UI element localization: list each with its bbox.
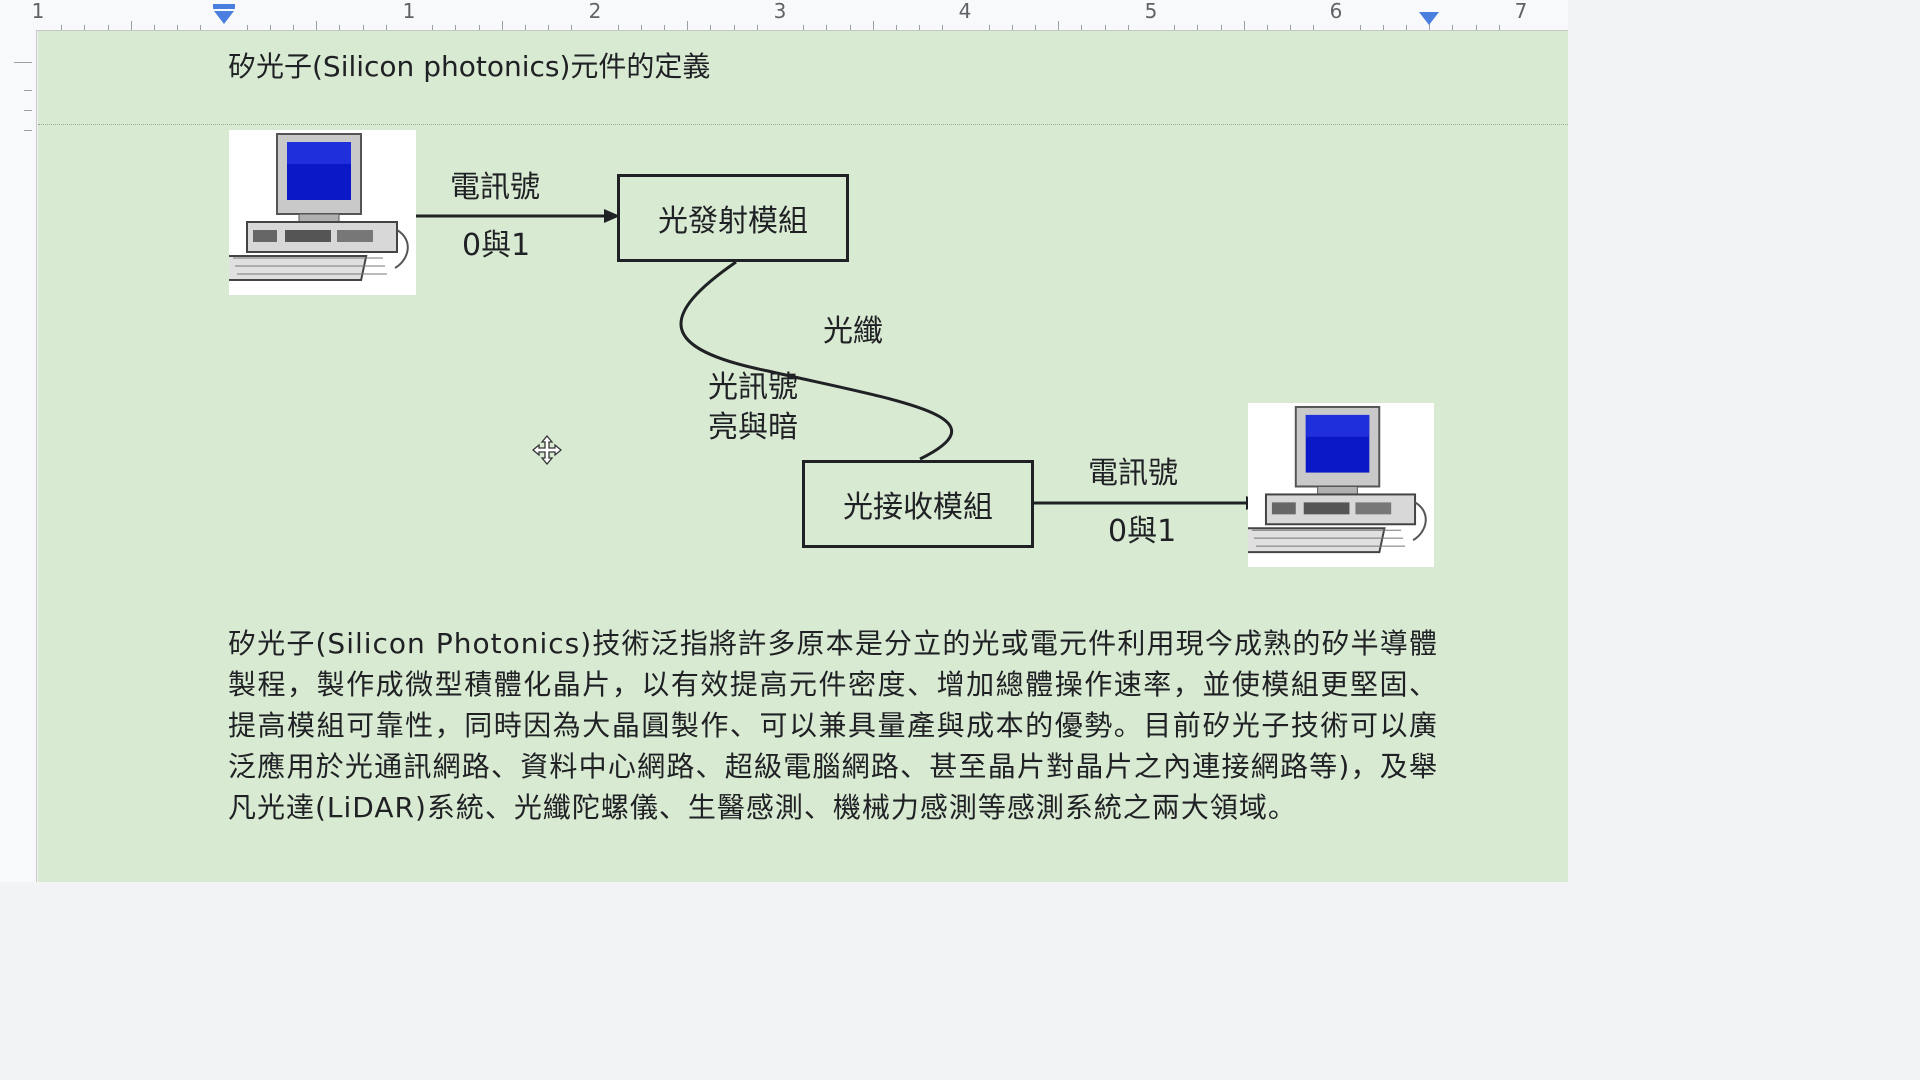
- ruler-tick: [14, 62, 32, 63]
- desktop-computer-icon: [1219, 405, 1427, 554]
- ruler-tick: [501, 21, 503, 30]
- transmitter-module-label: 光發射模組: [658, 204, 808, 239]
- ruler-tick: [895, 25, 897, 30]
- ruler-number: 1: [402, 0, 416, 23]
- left-computer-image: [199, 130, 416, 295]
- ruler-tick: [1290, 25, 1292, 30]
- ruler-tick: [1081, 25, 1083, 30]
- ruler-tick: [1104, 25, 1106, 30]
- header-divider: [38, 124, 1568, 125]
- ruler-tick: [61, 25, 63, 30]
- ruler-tick: [942, 25, 944, 30]
- body-paragraph[interactable]: 矽光子(Silicon Photonics)技術泛指將許多原本是分立的光或電元件…: [228, 627, 1438, 824]
- right-computer-image: [1219, 403, 1434, 567]
- ruler-tick: [293, 25, 295, 30]
- ruler-tick: [1197, 25, 1199, 30]
- ruler-number: 1: [31, 0, 45, 23]
- ruler-tick: [24, 130, 32, 131]
- ruler-tick: [84, 25, 86, 30]
- ruler-tick: [1058, 21, 1060, 30]
- receiver-module-label: 光接收模組: [843, 490, 993, 525]
- fiber-label: 光纖: [823, 314, 883, 349]
- ruler-tick: [640, 25, 642, 30]
- ruler-tick: [1382, 25, 1384, 30]
- ruler-tick: [177, 25, 179, 30]
- ruler-tick: [478, 25, 480, 30]
- ruler-number: 2: [588, 0, 602, 23]
- ruler-tick: [1220, 25, 1222, 30]
- ruler-tick: [1174, 25, 1176, 30]
- ruler-tick: [571, 25, 573, 30]
- ruler-tick: [339, 25, 341, 30]
- ruler-tick: [130, 21, 132, 30]
- ruler-tick: [1452, 25, 1454, 30]
- fiber-curve: [679, 260, 954, 461]
- ruler-tick: [362, 25, 364, 30]
- ruler-number: 6: [1329, 0, 1343, 23]
- optical-signal-label: 光訊號: [708, 370, 798, 405]
- ruler-tick: [687, 21, 689, 30]
- ruler-tick: [849, 25, 851, 30]
- ruler-tick: [872, 21, 874, 30]
- left-signal-value: 0與1: [462, 228, 531, 263]
- ruler-tick: [1475, 25, 1477, 30]
- ruler-tick: [316, 21, 318, 30]
- horizontal-ruler[interactable]: 1 1 2 3 4 5 6 7: [0, 0, 1568, 31]
- ruler-tick: [1498, 25, 1500, 30]
- ruler-tick: [269, 25, 271, 30]
- ruler-tick: [24, 90, 32, 91]
- vertical-ruler[interactable]: [0, 30, 37, 882]
- receiver-module-box: 光接收模組: [802, 460, 1034, 548]
- ruler-tick: [385, 25, 387, 30]
- ruler-number: 4: [958, 0, 972, 23]
- ruler-tick: [1359, 25, 1361, 30]
- optical-signal-state: 亮與暗: [708, 410, 798, 445]
- ruler-tick: [710, 25, 712, 30]
- ruler-tick: [1011, 25, 1013, 30]
- ruler-number: 3: [773, 0, 787, 23]
- ruler-tick: [1313, 25, 1315, 30]
- desktop-computer-icon: [199, 133, 409, 281]
- ruler-tick: [756, 25, 758, 30]
- ruler-tick: [524, 25, 526, 30]
- left-signal-label: 電訊號: [450, 170, 540, 205]
- ruler-tick: [919, 25, 921, 30]
- ruler-tick: [617, 25, 619, 30]
- ruler-tick: [548, 25, 550, 30]
- ruler-tick: [107, 25, 109, 30]
- ruler-number: 5: [1144, 0, 1158, 23]
- header-title[interactable]: 矽光子(Silicon photonics)元件的定義: [228, 50, 711, 83]
- ruler-tick: [1429, 21, 1431, 30]
- ruler-tick: [1243, 21, 1245, 30]
- ruler-tick: [1127, 25, 1129, 30]
- first-line-indent-marker[interactable]: [212, 4, 236, 26]
- right-signal-value: 0與1: [1108, 514, 1177, 549]
- ruler-tick: [246, 25, 248, 30]
- ruler-tick: [988, 25, 990, 30]
- ruler-tick: [432, 25, 434, 30]
- ruler-tick: [1035, 25, 1037, 30]
- right-signal-label: 電訊號: [1088, 456, 1178, 491]
- ruler-tick: [826, 25, 828, 30]
- right-indent-marker[interactable]: [1418, 11, 1440, 26]
- ruler-tick: [664, 25, 666, 30]
- transmitter-module-box: 光發射模組: [617, 174, 849, 262]
- ruler-number: 7: [1514, 0, 1528, 23]
- ruler-tick: [153, 25, 155, 30]
- document-page[interactable]: 矽光子(Silicon photonics)元件的定義 電訊號 0與1 光發射模…: [38, 31, 1568, 882]
- left-arrow-head: [604, 209, 620, 223]
- ruler-tick: [455, 25, 457, 30]
- ruler-tick: [1406, 25, 1408, 30]
- ruler-tick: [200, 25, 202, 30]
- ruler-tick: [733, 25, 735, 30]
- ruler-tick: [803, 25, 805, 30]
- ruler-tick: [1266, 25, 1268, 30]
- move-cursor-icon: [532, 435, 562, 465]
- ruler-tick: [24, 110, 32, 111]
